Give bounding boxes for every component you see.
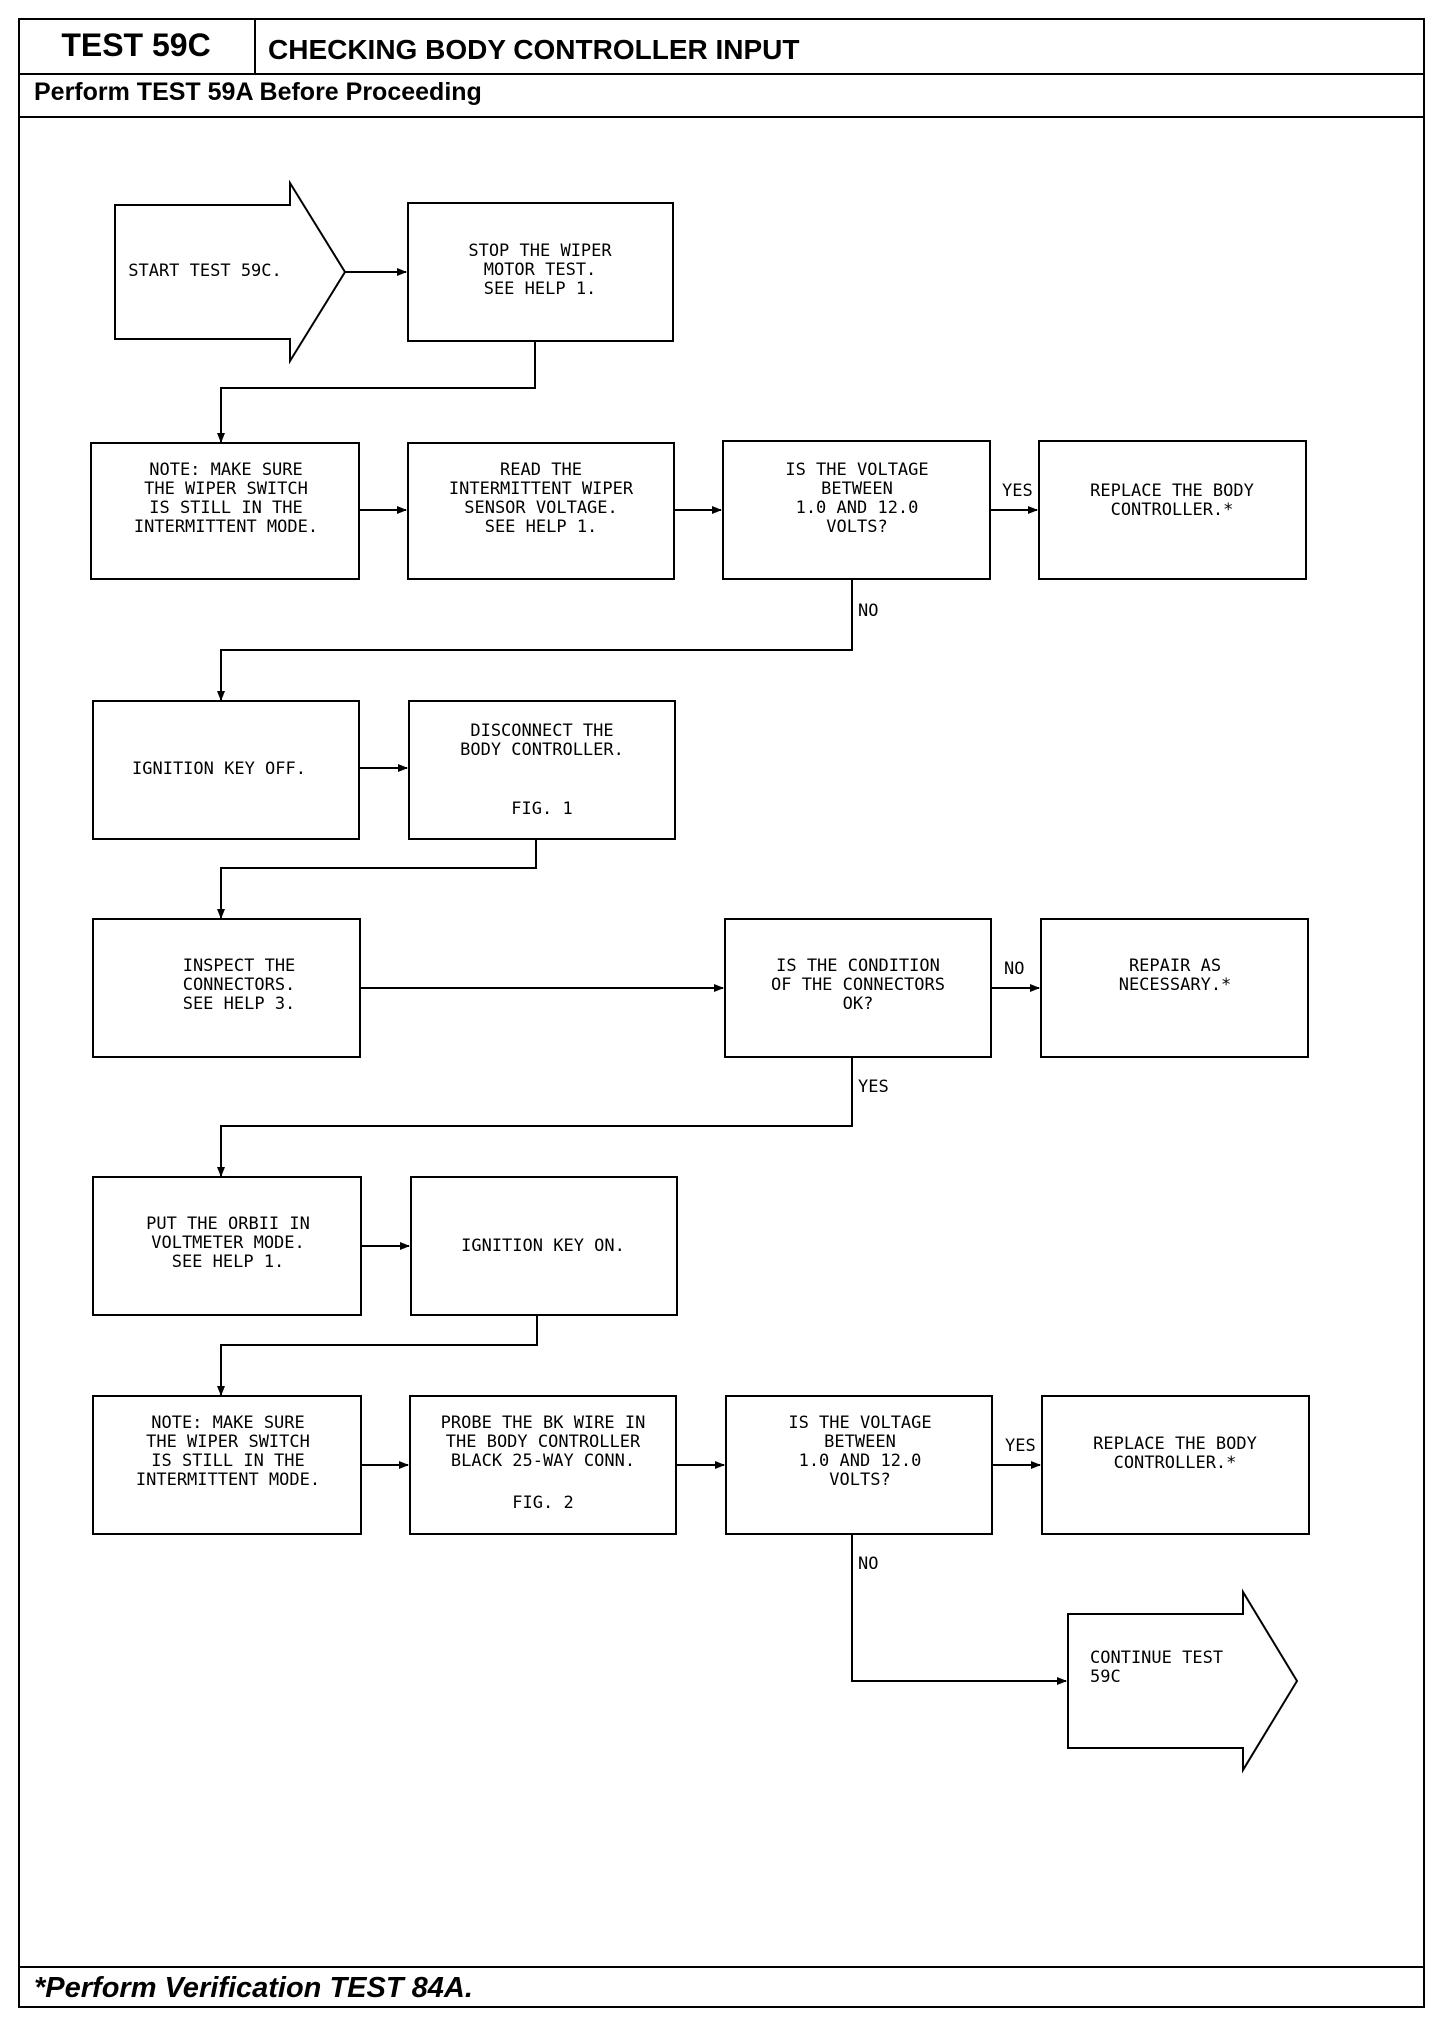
ignition-on-box bbox=[410, 1176, 678, 1316]
replace-controller-2-text-line: CONTROLLER.* bbox=[1114, 1453, 1237, 1473]
decision-connectors-text-line: IS THE CONDITION bbox=[776, 956, 940, 976]
continue-text-line: 59C bbox=[1090, 1667, 1121, 1687]
stop-wiper-text-line: STOP THE WIPER bbox=[468, 241, 612, 261]
replace-controller-1-box bbox=[1038, 440, 1307, 580]
decision-voltage-1-text-line: BETWEEN bbox=[821, 479, 893, 499]
footer-divider bbox=[18, 1966, 1425, 1968]
continue-text-line: CONTINUE TEST bbox=[1090, 1648, 1223, 1668]
note-switch-2-text-line: IS STILL IN THE bbox=[151, 1451, 305, 1471]
yes-label-2: YES bbox=[858, 1077, 889, 1097]
orbii-text-line: PUT THE ORBII IN bbox=[146, 1214, 310, 1234]
read-sensor-text-line: SEE HELP 1. bbox=[485, 517, 598, 537]
note-switch-2-text-line: INTERMITTENT MODE. bbox=[136, 1470, 320, 1490]
repair-text-line: NECESSARY.* bbox=[1119, 975, 1232, 995]
replace-controller-2-box bbox=[1041, 1395, 1310, 1535]
read-sensor-text-line: INTERMITTENT WIPER bbox=[449, 479, 634, 499]
ignition-off-text-line: IGNITION KEY OFF. bbox=[132, 759, 306, 779]
fig2-text: FIG. 2 bbox=[512, 1493, 573, 1513]
header-divider-bottom bbox=[18, 116, 1425, 118]
flow-stop-to-note1 bbox=[217, 341, 536, 443]
disconnect-box bbox=[408, 700, 676, 840]
probe-text-line: THE BODY CONTROLLER bbox=[446, 1432, 641, 1452]
inspect-text-line: INSPECT THE bbox=[183, 956, 296, 976]
flow-disconnect-to-inspect bbox=[217, 839, 537, 919]
decision-connectors-text-line: OK? bbox=[843, 994, 874, 1014]
stop-wiper-text-line: SEE HELP 1. bbox=[484, 279, 597, 299]
decision-voltage-1-text-line: VOLTS? bbox=[826, 517, 887, 537]
yes-label-3: YES bbox=[1005, 1436, 1036, 1456]
decision-voltage-1-text-line: 1.0 AND 12.0 bbox=[796, 498, 919, 518]
replace-controller-2-text-line: REPLACE THE BODY bbox=[1093, 1434, 1257, 1454]
page-frame bbox=[18, 18, 1425, 2008]
read-sensor-text-line: READ THE bbox=[500, 460, 582, 480]
replace-controller-1-text-line: CONTROLLER.* bbox=[1111, 500, 1234, 520]
decision-connectors-text-line: OF THE CONNECTORS bbox=[771, 975, 945, 995]
decision-voltage-2-text-line: VOLTS? bbox=[829, 1470, 890, 1490]
disconnect-text-line: BODY CONTROLLER. bbox=[460, 740, 624, 760]
prerequisite-note: Perform TEST 59A Before Proceeding bbox=[34, 78, 482, 106]
flow-connectors-yes bbox=[217, 1057, 853, 1177]
no-label-2: NO bbox=[1004, 959, 1024, 979]
decision-voltage-1-text-line: IS THE VOLTAGE bbox=[785, 460, 928, 480]
footer-note: *Perform Verification TEST 84A. bbox=[34, 1972, 473, 2004]
ignition-off-box bbox=[92, 700, 360, 840]
read-sensor-text-line: SENSOR VOLTAGE. bbox=[464, 498, 618, 518]
orbii-text-line: VOLTMETER MODE. bbox=[151, 1233, 305, 1253]
page-title: CHECKING BODY CONTROLLER INPUT bbox=[268, 34, 800, 65]
orbii-text-line: SEE HELP 1. bbox=[172, 1252, 285, 1272]
continue-arrow bbox=[1067, 1588, 1299, 1774]
no-label-1: NO bbox=[858, 601, 878, 621]
flow-decision2-no bbox=[851, 1534, 1067, 1685]
start-text-line: START TEST 59C. bbox=[128, 261, 282, 281]
note-switch-1-text-line: THE WIPER SWITCH bbox=[144, 479, 308, 499]
probe-text-line: BLACK 25-WAY CONN. bbox=[451, 1451, 635, 1471]
fig1-text: FIG. 1 bbox=[511, 799, 572, 819]
probe-text-line: PROBE THE BK WIRE IN bbox=[441, 1413, 646, 1433]
disconnect-text-line: DISCONNECT THE bbox=[470, 721, 613, 741]
stop-wiper-box bbox=[407, 202, 674, 342]
yes-label-1: YES bbox=[1002, 481, 1033, 501]
start-arrow bbox=[114, 179, 347, 365]
flow-ignon-to-note2 bbox=[217, 1315, 538, 1396]
flow-decision1-no bbox=[217, 579, 853, 701]
decision-voltage-2-text-line: IS THE VOLTAGE bbox=[788, 1413, 931, 1433]
repair-text-line: REPAIR AS bbox=[1129, 956, 1221, 976]
note-switch-1-text-line: INTERMITTENT MODE. bbox=[134, 517, 318, 537]
note-switch-2-text-line: THE WIPER SWITCH bbox=[146, 1432, 310, 1452]
inspect-text-line: CONNECTORS. bbox=[183, 975, 296, 995]
note-switch-2-text-line: NOTE: MAKE SURE bbox=[151, 1413, 305, 1433]
repair-box bbox=[1040, 918, 1309, 1058]
stop-wiper-text-line: MOTOR TEST. bbox=[484, 260, 597, 280]
decision-voltage-2-text-line: BETWEEN bbox=[824, 1432, 896, 1452]
replace-controller-1-text-line: REPLACE THE BODY bbox=[1090, 481, 1254, 501]
decision-voltage-2-text-line: 1.0 AND 12.0 bbox=[799, 1451, 922, 1471]
note-switch-1-text-line: IS STILL IN THE bbox=[149, 498, 303, 518]
no-label-3: NO bbox=[858, 1554, 878, 1574]
ignition-on-text-line: IGNITION KEY ON. bbox=[461, 1236, 625, 1256]
inspect-text-line: SEE HELP 3. bbox=[183, 994, 296, 1014]
header-divider bbox=[18, 73, 1425, 75]
note-switch-1-text-line: NOTE: MAKE SURE bbox=[149, 460, 303, 480]
